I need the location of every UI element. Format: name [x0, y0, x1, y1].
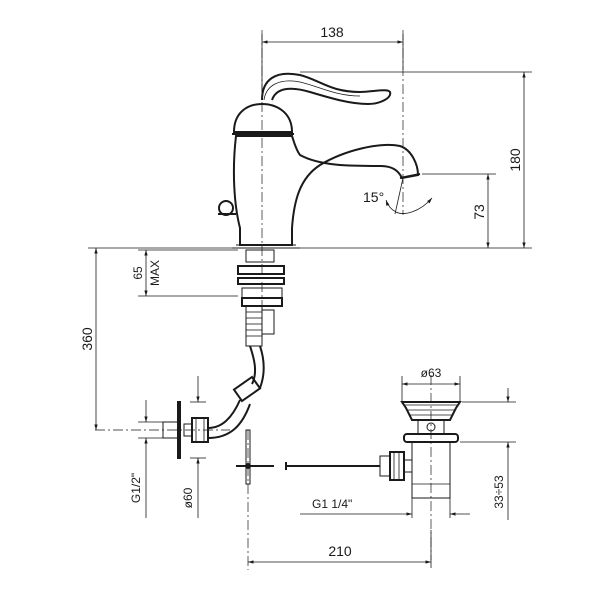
dim-waste-range: 33÷53 — [460, 388, 516, 520]
lever-handle — [261, 72, 392, 106]
pop-up-waste — [379, 401, 462, 499]
dim-top-width: 138 — [261, 24, 404, 100]
dim-waste-diameter: ø63 — [401, 366, 461, 402]
dim-label-138: 138 — [320, 24, 344, 40]
washer-1 — [237, 265, 285, 275]
dim-waste-thread: G1 1/4" — [300, 497, 470, 518]
dim-bottom-width: 210 — [248, 530, 432, 568]
connector-nut — [389, 451, 405, 481]
dim-label-65: 65 — [131, 266, 145, 280]
wall-flange — [177, 401, 181, 459]
pipe-bend-1 — [207, 399, 241, 429]
shank-upper — [245, 249, 275, 263]
vertical-rod — [245, 429, 251, 485]
wall-inlet — [162, 401, 209, 459]
dim-drain-depth: 360 — [79, 247, 232, 430]
waste-rod — [236, 429, 380, 485]
dim-label-360: 360 — [79, 327, 95, 351]
popup-knob — [218, 200, 234, 216]
dim-label-15deg: 15° — [363, 189, 384, 205]
dim-label-max: MAX — [148, 260, 162, 286]
dim-label-73: 73 — [471, 204, 487, 220]
body-with-spout — [232, 135, 420, 246]
aerator — [399, 173, 421, 179]
dim-spout-angle: 15° — [363, 177, 433, 215]
dim-label-g12: G1/2" — [129, 473, 143, 503]
waste-body — [411, 441, 451, 499]
dim-pipe-thread: G1/2" — [129, 400, 165, 518]
dim-shank-max: 65 MAX — [131, 249, 238, 297]
rod-connector — [379, 455, 391, 477]
cartridge-cap — [232, 102, 294, 133]
flex-pipe-1 — [249, 345, 257, 385]
dim-label-g114: G1 1/4" — [312, 497, 352, 511]
dim-spout-height: 73 — [422, 173, 496, 248]
inlet-body — [183, 423, 193, 437]
shank-assembly — [207, 249, 285, 439]
pipe-bend-2 — [207, 403, 251, 439]
inlet-spigot — [162, 421, 179, 439]
dim-label-3353: 33÷53 — [492, 475, 506, 509]
dim-label-o63: ø63 — [421, 366, 442, 380]
dim-flange-diameter: ø60 — [181, 376, 206, 518]
popup-guide — [261, 309, 275, 335]
flex-pipe-2 — [259, 345, 265, 389]
washer-2 — [237, 277, 285, 285]
lever-inner-line — [263, 80, 361, 101]
dim-label-210: 210 — [328, 543, 352, 559]
dim-overall-height: 180 — [300, 71, 532, 249]
dim-label-180: 180 — [507, 148, 523, 172]
pipe-coupling — [232, 375, 262, 403]
dim-label-o60: ø60 — [181, 487, 195, 508]
faucet-body — [218, 72, 421, 249]
